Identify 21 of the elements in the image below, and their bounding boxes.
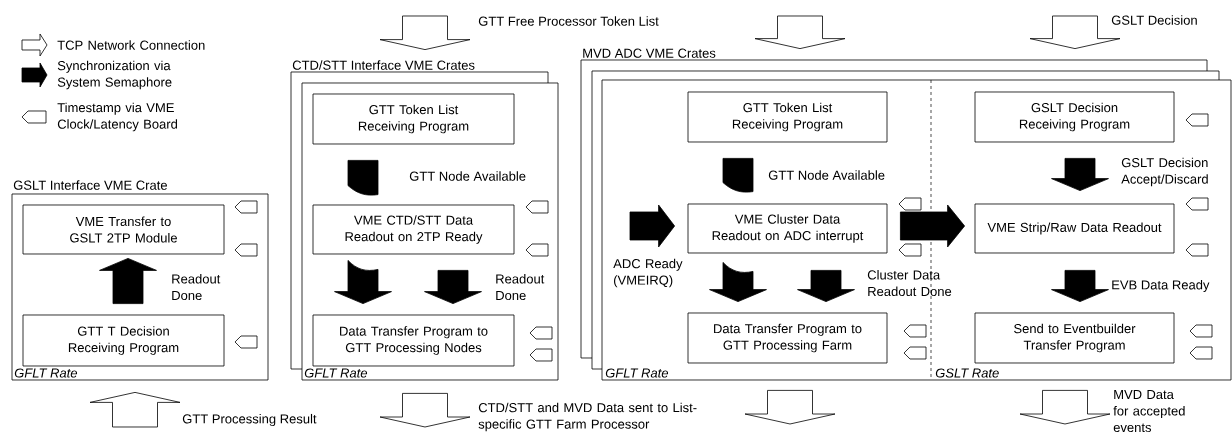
legend-text: Timestamp via VME Clock/Latency Board xyxy=(57,102,178,132)
rate-label: GFLT Rate xyxy=(14,368,78,378)
network-arrow xyxy=(89,392,181,428)
edge-label: CTD/STT and MVD Data sent to List-specific GTT Farm Processor xyxy=(478,402,697,432)
crate-title: MVD ADC VME Crates xyxy=(583,48,716,58)
edge-label: GTT Processing Result xyxy=(182,413,317,427)
edge-label: GSLT Decision xyxy=(1111,15,1197,25)
legend-text: Synchronization via System Semaphore xyxy=(57,60,172,90)
legend-text: TCP Network Connection xyxy=(57,40,205,50)
crate-title: CTD/STT Interface VME Crates xyxy=(292,60,475,70)
sync-arrow xyxy=(99,258,157,304)
network-arrow xyxy=(1029,15,1121,49)
program-box: VME Transfer to GSLT 2TP Module xyxy=(22,204,225,255)
network-arrow xyxy=(754,15,846,49)
edge-label: MVD Data for accepted events xyxy=(1113,389,1185,433)
edge-label: Readout Done xyxy=(172,273,221,300)
network-arrow xyxy=(379,15,471,50)
program-box: GTT T Decision Receiving Program xyxy=(22,314,225,367)
edge-label: GTT Free Processor Token List xyxy=(478,16,659,26)
crate-title: GSLT Interface VME Crate xyxy=(13,180,167,190)
rate-label: GFLT Rate xyxy=(304,368,368,378)
